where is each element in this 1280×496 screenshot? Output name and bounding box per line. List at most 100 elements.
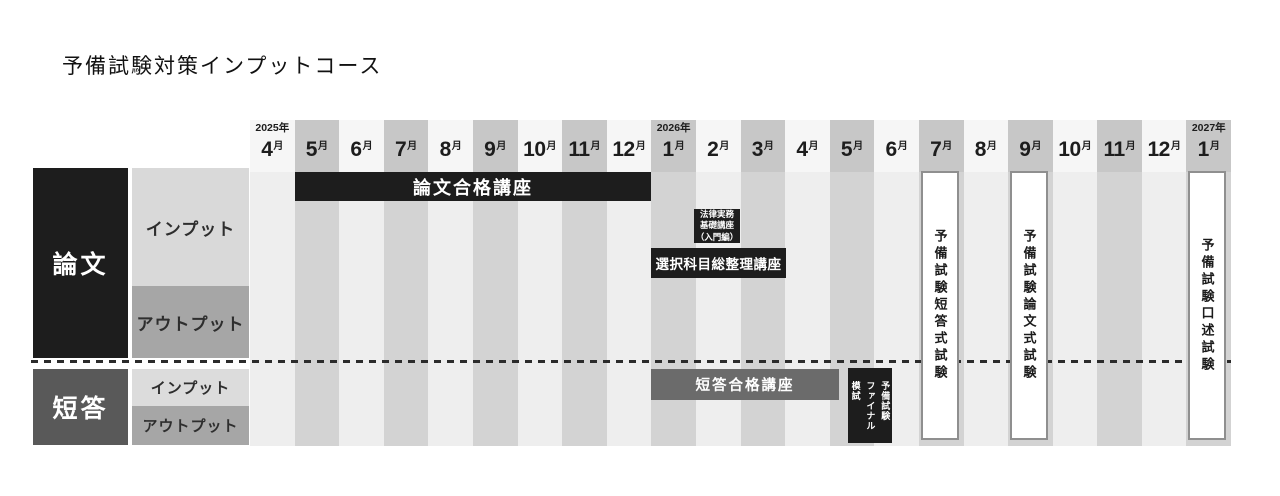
month-label: 7月 [930,138,953,161]
month-column: 6月 [874,120,919,446]
month-label: 2月 [707,138,730,161]
month-header-cell: 2026年 1月 [651,120,696,172]
month-label: 11月 [1103,138,1136,161]
month-column-body [1097,172,1142,446]
year-label: 2025年 [255,122,290,134]
month-label: 7月 [394,138,418,161]
timeline-grid: 2025年 4月 5月 6月 7月 8月 9月 10月 11月 12月 2026年 1月 2月 3月 4月 5… [250,120,1232,446]
year-label: 2027年 [1191,122,1226,134]
year-label [696,120,741,134]
month-header-cell: 9月 [472,120,518,172]
year-label [473,120,518,134]
month-label: 12月 [1147,138,1181,161]
month-column: 12月 [606,120,652,446]
month-column: 2026年 1月 [651,120,696,446]
month-column: 8月 [963,120,1009,446]
course-box-final-moshi: 予備試験 ファイナル 模試 [848,368,892,443]
row-ronbun-output: アウトプット [132,286,249,358]
course-bar-tanto-gokaku: 短答合格講座 [651,369,839,400]
course-bar-ronbun-gokaku: 論文合格講座 [295,172,651,201]
month-column-body [294,172,340,446]
month-column: 11月 [1097,120,1142,446]
final-moshi-text: 予備試験 ファイナル 模試 [850,380,891,431]
row-ronbun-input: インプット [132,168,249,286]
month-header-cell: 6月 [339,120,384,172]
ronbun-input-text: インプット [145,219,236,239]
month-column-body [339,172,384,446]
month-column-body [562,172,607,446]
month-header-cell: 3月 [740,120,786,172]
exam-box-kojutsu: 予備試験口述試験 [1188,171,1226,440]
month-label: 9月 [1019,138,1042,161]
month-label: 4月 [261,138,284,161]
year-label [1053,120,1098,134]
page-title: 予備試験対策インプットコース [62,54,383,78]
year-label [874,120,919,134]
ronbun-output-text: アウトプット [136,314,245,334]
month-header-cell: 10月 [517,120,563,172]
month-column: 8月 [428,120,473,446]
year-label [295,120,340,134]
year-label: 2026年 [656,122,691,134]
year-label [562,120,607,134]
year-label [785,120,830,134]
month-column: 7月 [383,120,429,446]
year-label [1142,120,1187,134]
month-label: 8月 [439,138,462,161]
month-column-body [428,172,473,446]
month-column: 10月 [1052,120,1098,446]
row-tanto-input: インプット [132,369,249,406]
month-header-cell: 5月 [294,120,340,172]
month-column: 6月 [339,120,384,446]
month-label: 1月 [662,138,685,161]
year-label [607,120,652,134]
month-label: 3月 [751,138,774,161]
year-label [919,120,964,134]
month-label: 5月 [305,138,328,161]
month-label: 12月 [612,138,646,161]
month-column-body [383,172,429,446]
month-header-cell: 2025年 4月 [250,120,295,172]
month-header-cell: 2027年 1月 [1186,120,1232,172]
month-header-cell: 5月 [829,120,875,172]
month-column: 5月 [294,120,340,446]
year-label [1097,120,1142,134]
course-box-houritsu-jitsumu: 法律実務 基礎講座 （入門編） [694,209,740,243]
month-column: 3月 [740,120,786,446]
month-column: 12月 [1141,120,1187,446]
year-label [339,120,384,134]
month-header-cell: 11月 [1097,120,1142,172]
month-header-cell: 10月 [1052,120,1098,172]
month-header-cell: 7月 [383,120,429,172]
month-label: 4月 [796,138,819,161]
year-label [518,120,563,134]
tanto-label-text: 短答 [52,395,109,423]
row-tanto-output: アウトプット [132,406,249,445]
month-column-body [517,172,563,446]
tanto-output-text: アウトプット [142,418,239,435]
month-header-cell: 12月 [606,120,652,172]
month-header-cell: 8月 [428,120,473,172]
month-column: 2025年 4月 [250,120,295,446]
year-label [1008,120,1053,134]
month-label: 11月 [568,138,601,161]
month-label: 10月 [1058,138,1092,161]
month-label: 6月 [885,138,908,161]
month-label: 10月 [523,138,557,161]
month-column-body [1052,172,1098,446]
exam-kojutsu-text: 予備試験口述試験 [1199,237,1215,374]
row-label-tanto: 短答 [33,369,128,445]
month-label: 5月 [840,138,864,161]
month-header-cell: 11月 [562,120,607,172]
year-label [428,120,473,134]
month-label: 9月 [484,138,507,161]
month-column-body [963,172,1009,446]
month-column-body [606,172,652,446]
month-header-cell: 12月 [1141,120,1187,172]
tanto-input-text: インプット [150,380,231,397]
ronbun-label-text: 論文 [52,251,109,279]
month-label: 1月 [1197,138,1220,161]
month-column: 11月 [562,120,607,446]
exam-ronbun-text: 予備試験論文式試験 [1021,229,1037,382]
